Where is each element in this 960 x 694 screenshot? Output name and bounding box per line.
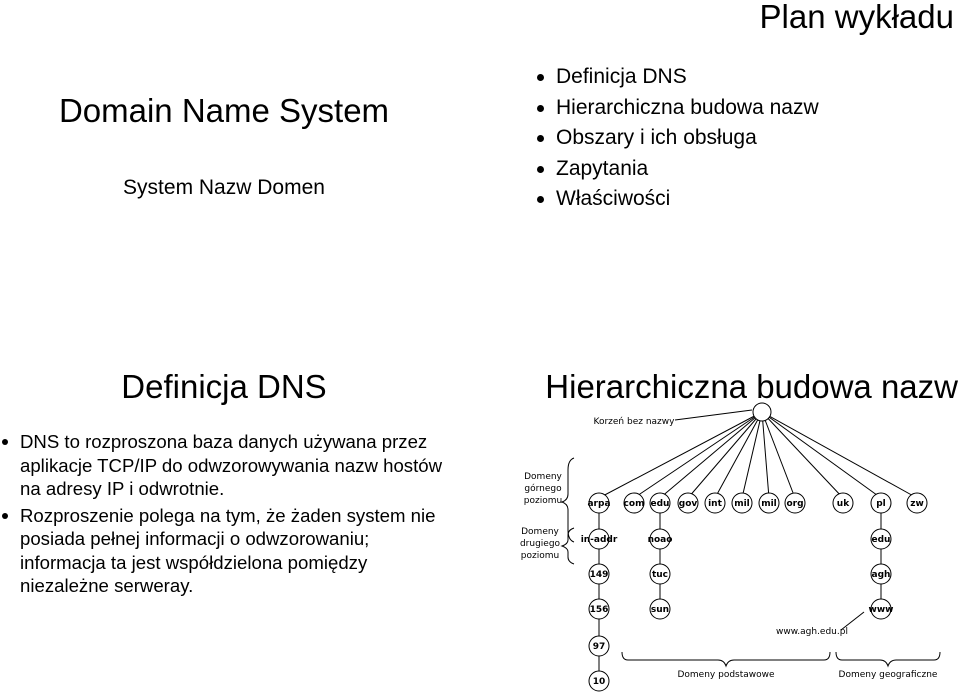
group-basic-label: Domeny podstawowe [677,670,775,680]
node-label: uk [837,499,850,509]
node-label: noao [648,535,673,545]
node-label: sun [651,605,669,615]
tree-node [870,492,892,514]
node-label: agh [872,570,891,580]
tree-node [906,492,928,514]
tree-nodes [588,402,928,692]
definition-list: DNS to rozproszona baza danych używana p… [2,430,448,598]
node-label: tuc [652,570,668,580]
tree-node [623,492,645,514]
node-label: in-addr [581,535,618,545]
node-label: gov [679,499,698,509]
tree-node [588,635,610,657]
node-label: 156 [590,605,609,615]
tree-node [870,563,892,585]
cover-title: Domain Name System [58,92,390,129]
cover-subtitle: System Nazw Domen [123,176,325,199]
tree-node [649,492,671,514]
tree-node [588,528,610,550]
plan-item: Hierarchiczna budowa nazw [537,93,819,124]
definition-title: Definicja DNS [121,368,327,405]
root-node [752,402,772,422]
tree-node [649,598,671,620]
tree-node [588,492,610,514]
level-top-label: poziomu [524,496,562,506]
node-label: com [624,499,645,509]
example-name-label: www.agh.edu.pl [776,627,848,637]
tree-node [588,563,610,585]
tree-node [588,598,610,620]
tree-node [870,598,892,620]
tree-node [870,528,892,550]
tree-node [832,492,854,514]
node-label: 149 [590,570,609,580]
node-label: mil [761,499,777,509]
plan-item: Definicja DNS [537,62,819,93]
group-geo-label: Domeny geograficzne [839,670,938,680]
level-top-label: Domeny [524,472,562,482]
level-second-label: Domeny [521,527,559,537]
node-label: zw [910,499,924,509]
level-second-label: poziomu [521,551,559,561]
root-label-leader [674,409,753,421]
definition-bullet: DNS to rozproszona baza danych używana p… [2,430,448,501]
root-label: Korzeń bez nazwy [594,417,676,427]
level-second-label: drugiego [520,539,561,549]
tree-node [649,528,671,550]
hierarchy-title: Hierarchiczna budowa nazw [545,368,958,405]
tree-edges [560,409,941,672]
node-label: int [708,499,722,509]
definition-bullet: Rozproszenie polega na tym, że żaden sys… [2,504,448,598]
node-label: 10 [593,677,606,687]
tree-node [677,492,699,514]
node-label: pl [876,499,886,509]
tree-node [588,670,610,692]
tree-node [758,492,780,514]
node-label: edu [872,535,891,545]
node-label: 97 [593,642,606,652]
plan-title: Plan wykładu [759,0,954,35]
plan-item: Zapytania [537,154,819,185]
node-label: arpa [587,499,610,509]
node-label: www [869,605,894,615]
plan-list: Definicja DNS Hierarchiczna budowa nazw … [537,62,819,215]
node-label: org [786,499,803,509]
tree-node [784,492,806,514]
plan-item: Obszary i ich obsługa [537,123,819,154]
tree-node [731,492,753,514]
tree-node [704,492,726,514]
plan-item: Właściwości [537,184,819,215]
tree-node [649,563,671,585]
node-label: mil [734,499,750,509]
node-label: edu [651,499,670,509]
level-top-label: górnego [524,483,562,494]
